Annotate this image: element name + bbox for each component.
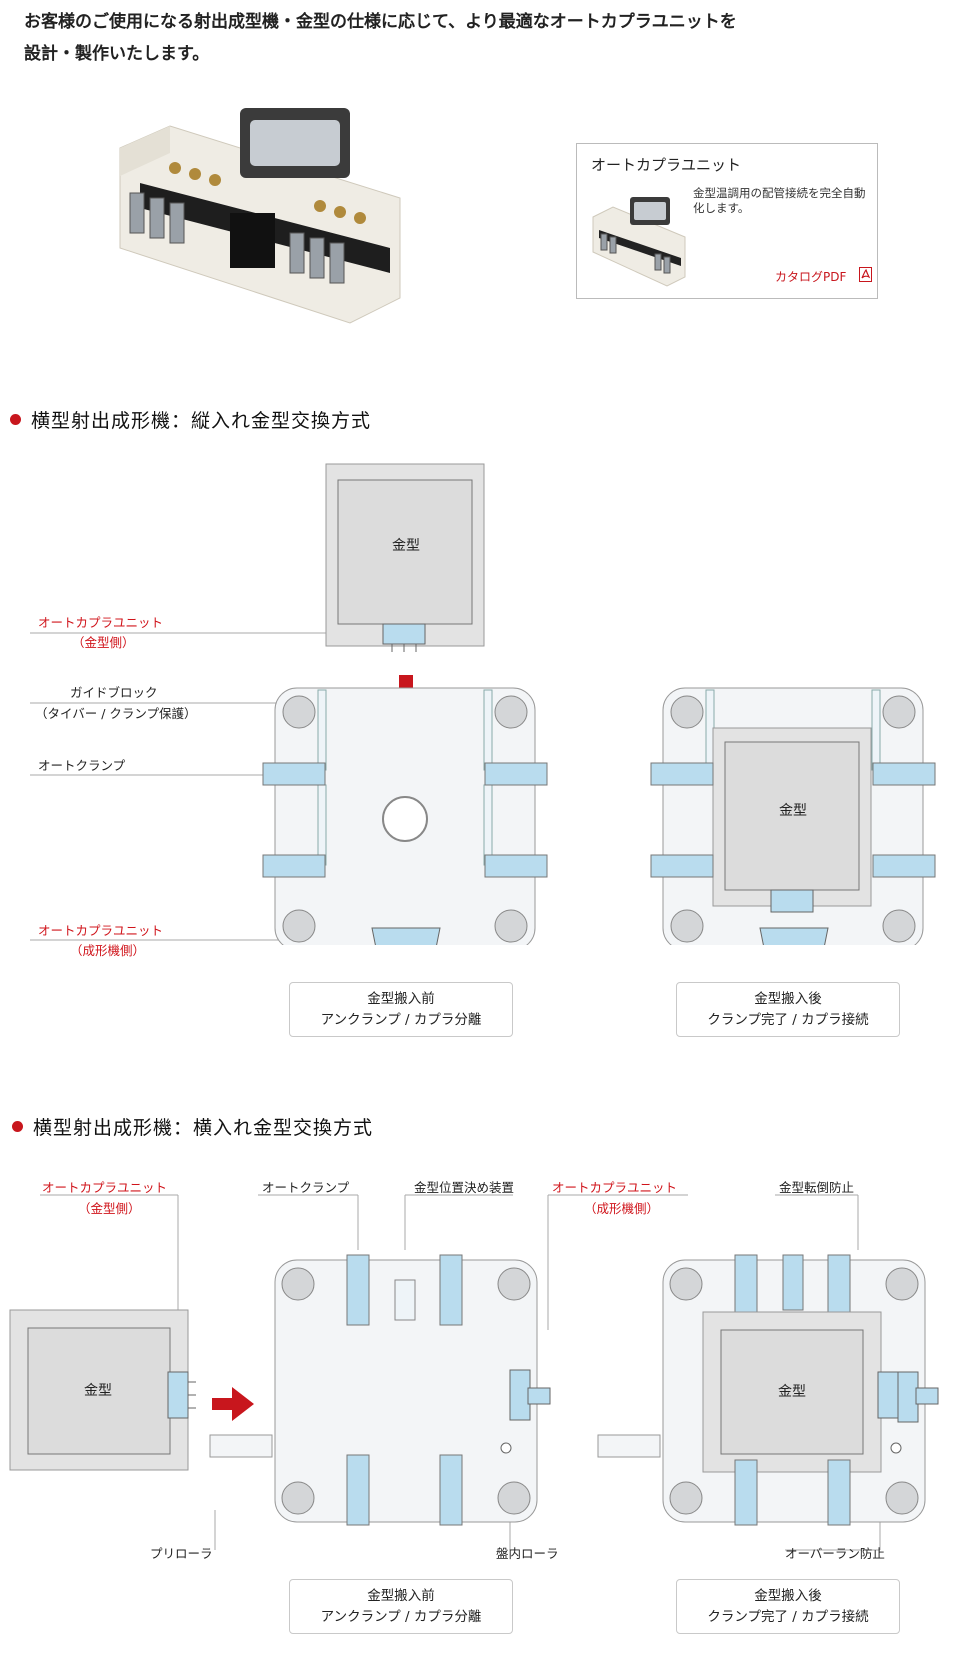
platen2-before: [209, 1254, 551, 1526]
status2-before-line1: 金型搬入前: [367, 1588, 435, 1604]
status-box-after-2: 金型搬入後 クランプ完了 / カプラ接続: [676, 1579, 900, 1634]
label-coupler-mold-sub: （金型側）: [72, 635, 135, 650]
label2-positioning: 金型位置決め装置: [414, 1180, 515, 1195]
right-arrow-icon: [212, 1387, 254, 1421]
section2-diagram: [9, 1194, 939, 1551]
label-auto-clamp: オートクランプ: [38, 758, 126, 773]
intro-line-1: お客様のご使用になる射出成型機・金型の仕様に応じて、より最適なオートカプラユニッ…: [24, 12, 737, 32]
platen-before: [262, 687, 548, 945]
label-guide-block: ガイドブロック: [70, 685, 158, 700]
section1-diagram: [30, 463, 936, 945]
status-after-line2: クランプ完了 / カプラ接続: [707, 1012, 869, 1028]
label-guide-block-sub: （タイバー / クランプ保護）: [35, 706, 197, 721]
section2-heading-text: 横型射出成形機：横入れ金型交換方式: [33, 1117, 374, 1139]
product-card-title: オートカプラユニット: [591, 156, 742, 174]
status2-after-line1: 金型搬入後: [754, 1588, 822, 1604]
product-card-thumbnail: [592, 197, 686, 287]
status-after-line1: 金型搬入後: [754, 991, 822, 1007]
catalog-pdf-link[interactable]: カタログPDF: [775, 270, 847, 284]
label-coupler-mold: オートカプラユニット: [38, 615, 164, 630]
intro-line-2: 設計・製作いたします。: [24, 44, 210, 64]
status-before-line1: 金型搬入前: [367, 991, 435, 1007]
label2-inner-roller: 盤内ローラ: [496, 1546, 559, 1561]
label2-auto-clamp: オートクランプ: [262, 1180, 350, 1195]
product-card: オートカプラユニット 金型温調用の配管接続を完全自動化します。 カタログPDF: [576, 143, 878, 299]
section1-heading-text: 横型射出成形機：縦入れ金型交換方式: [31, 410, 372, 432]
label2-fall-prevention: 金型転倒防止: [779, 1180, 855, 1195]
mold-side: [9, 1309, 196, 1471]
product-card-description: 金型温調用の配管接続を完全自動化します。: [693, 186, 866, 215]
platen-after: [650, 687, 936, 945]
label2-coupler-mold: オートカプラユニット: [42, 1180, 168, 1195]
status-before-line2: アンクランプ / カプラ分離: [320, 1012, 482, 1028]
platen2-after: [597, 1254, 939, 1526]
bullet-dot-icon: [10, 414, 21, 425]
section2-heading: 横型射出成形機：横入れ金型交換方式: [12, 1113, 373, 1140]
mold-label-top: 金型: [392, 538, 420, 554]
mold-label-after-2: 金型: [778, 1384, 806, 1400]
label2-overrun: オーバーラン防止: [785, 1546, 885, 1561]
mold-label-after: 金型: [779, 803, 807, 819]
bullet-dot-icon: [12, 1121, 23, 1132]
label2-coupler-mold-sub: （金型側）: [78, 1201, 141, 1216]
status-box-after-1: 金型搬入後 クランプ完了 / カプラ接続: [676, 982, 900, 1037]
mold-top: [325, 463, 485, 652]
status-box-before-1: 金型搬入前 アンクランプ / カプラ分離: [289, 982, 513, 1037]
label-coupler-machine: オートカプラユニット: [38, 923, 164, 938]
label2-coupler-machine-sub: （成形機側）: [584, 1201, 660, 1216]
auto-coupler-unit-photo: [119, 108, 401, 324]
label-coupler-machine-sub: （成形機側）: [70, 943, 146, 958]
mold-label-side: 金型: [84, 1383, 112, 1399]
status2-before-line2: アンクランプ / カプラ分離: [320, 1609, 482, 1625]
section1-heading: 横型射出成形機：縦入れ金型交換方式: [10, 406, 371, 433]
intro-text: お客様のご使用になる射出成型機・金型の仕様に応じて、より最適なオートカプラユニッ…: [24, 6, 904, 70]
pdf-icon: [859, 267, 872, 282]
label2-coupler-machine: オートカプラユニット: [552, 1180, 678, 1195]
label2-pre-roller: プリローラ: [150, 1546, 213, 1561]
status-box-before-2: 金型搬入前 アンクランプ / カプラ分離: [289, 1579, 513, 1634]
status2-after-line2: クランプ完了 / カプラ接続: [707, 1609, 869, 1625]
